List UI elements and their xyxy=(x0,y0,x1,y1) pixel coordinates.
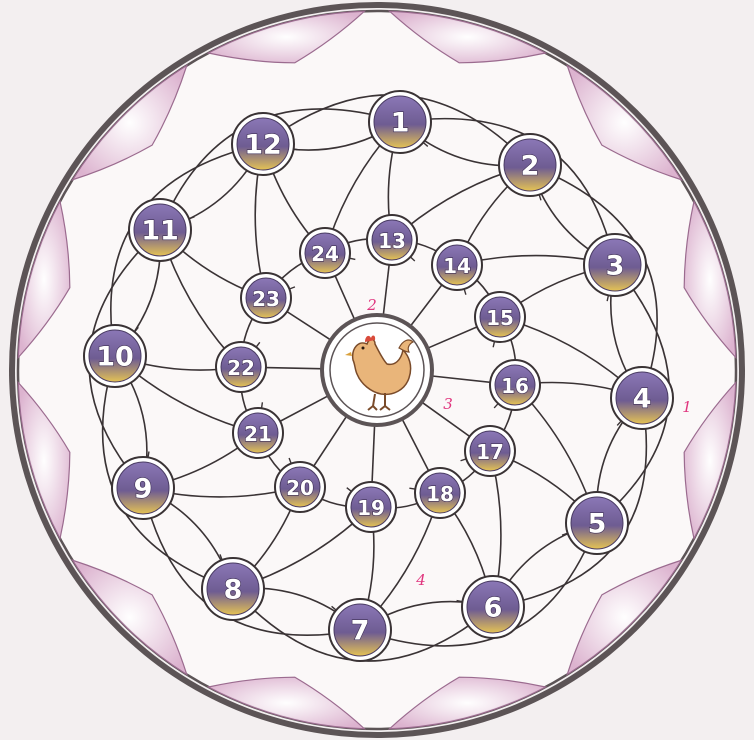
node-label: 9 xyxy=(134,474,153,505)
node-10[interactable]: 10 xyxy=(84,325,146,387)
node-label: 4 xyxy=(633,384,652,415)
node-label: 15 xyxy=(486,306,514,330)
node-label: 21 xyxy=(244,422,272,446)
node-13[interactable]: 13 xyxy=(367,215,417,265)
node-label: 23 xyxy=(252,287,280,311)
node-label: 3 xyxy=(606,251,625,282)
node-19[interactable]: 19 xyxy=(346,482,396,532)
node-label: 13 xyxy=(378,229,406,253)
node-label: 22 xyxy=(227,356,255,380)
path-marker-2: 2 xyxy=(366,296,377,314)
node-label: 12 xyxy=(244,130,282,161)
node-7[interactable]: 7 xyxy=(329,599,391,661)
node-label: 6 xyxy=(484,593,503,624)
rooster-eye xyxy=(362,347,365,350)
node-label: 1 xyxy=(391,108,410,139)
center-hub xyxy=(322,315,432,425)
node-label: 16 xyxy=(501,374,529,398)
node-label: 2 xyxy=(521,151,540,182)
node-label: 24 xyxy=(311,242,339,266)
node-label: 10 xyxy=(96,342,134,373)
node-label: 19 xyxy=(357,496,385,520)
node-label: 20 xyxy=(286,476,314,500)
node-16[interactable]: 16 xyxy=(490,360,540,410)
node-22[interactable]: 22 xyxy=(216,342,266,392)
node-label: 11 xyxy=(141,216,179,247)
node-label: 7 xyxy=(351,616,370,647)
node-label: 18 xyxy=(426,482,454,506)
node-label: 5 xyxy=(588,509,607,540)
path-marker-1: 1 xyxy=(682,398,692,416)
node-label: 14 xyxy=(443,254,471,278)
node-label: 17 xyxy=(476,440,504,464)
path-marker-3: 3 xyxy=(443,395,453,413)
node-4[interactable]: 4 xyxy=(611,367,673,429)
node-label: 8 xyxy=(224,575,243,606)
node-1[interactable]: 1 xyxy=(369,91,431,153)
path-marker-4: 4 xyxy=(415,571,426,589)
